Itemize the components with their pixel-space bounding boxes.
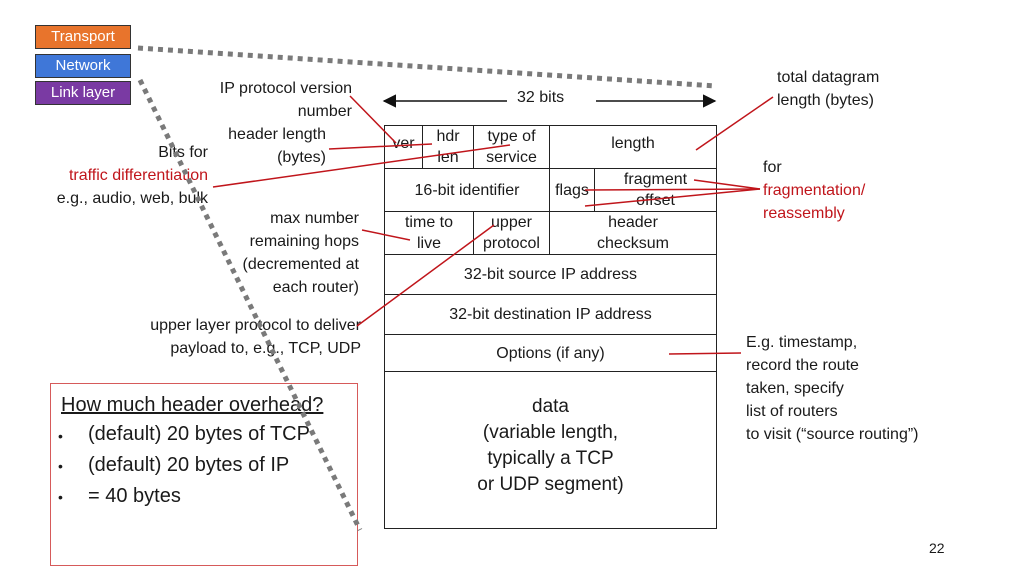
options-eg-line4: list of routers xyxy=(746,403,838,420)
options-eg-line1: E.g. timestamp, xyxy=(746,334,858,351)
field-options: Options (if any) xyxy=(384,334,717,372)
reassembly-label: reassembly xyxy=(763,205,845,222)
field-tos-line1: type of xyxy=(487,128,536,145)
field-checksum-line2: checksum xyxy=(596,235,670,252)
field-hdr-line2: len xyxy=(437,149,459,166)
field-checksum-line1: header xyxy=(608,214,658,231)
field-data: data (variable length, typically a TCP o… xyxy=(384,371,717,529)
field-flags: flags xyxy=(549,168,595,212)
field-ttl-line2: live xyxy=(416,235,441,252)
field-identifier: 16-bit identifier xyxy=(384,168,550,212)
overhead-item-2: (default) 20 bytes of IP xyxy=(88,454,290,476)
header-length-line2: (bytes) xyxy=(277,149,326,166)
ip-version-line2: number xyxy=(297,103,352,120)
max-number-line1: max number xyxy=(270,210,359,227)
field-upper-line2: protocol xyxy=(483,235,540,252)
field-tos-line2: service xyxy=(486,149,537,166)
overhead-bullet-3: • xyxy=(58,489,63,505)
field-length: length xyxy=(549,125,717,169)
field-header-checksum: header checksum xyxy=(549,211,717,255)
total-datagram-line1: total datagram xyxy=(777,69,880,86)
field-hdr-line1: hdr xyxy=(436,128,460,145)
overhead-item-3: = 40 bytes xyxy=(88,485,181,507)
traffic-annotation: Bits for traffic differentiation e.g., a… xyxy=(57,142,208,210)
total-datagram-line2: length (bytes) xyxy=(777,92,874,109)
field-hdr-len: hdr len xyxy=(422,125,474,169)
ip-version-annotation: IP protocol version number xyxy=(220,78,352,123)
field-flags-label: flags xyxy=(555,181,589,199)
field-ver-label: ver xyxy=(392,135,415,152)
field-frag-line2: offset xyxy=(636,192,675,209)
field-ver: ver xyxy=(384,125,423,169)
field-time-to-live: time to live xyxy=(384,211,474,255)
field-src-label: 32-bit source IP address xyxy=(463,266,638,283)
upper-layer-annotation: upper layer protocol to deliver payload … xyxy=(150,315,361,360)
field-upper-line1: upper xyxy=(491,214,532,231)
field-data-line3: typically a TCP xyxy=(487,448,614,469)
field-length-label: length xyxy=(611,135,655,152)
fragmentation-label: fragmentation/ xyxy=(763,182,866,199)
options-annotation: E.g. timestamp, record the route taken, … xyxy=(746,332,919,446)
field-fragment-offset: fragment offset xyxy=(594,168,717,212)
header-length-annotation: header length (bytes) xyxy=(228,124,326,169)
field-frag-line1: fragment xyxy=(623,171,688,188)
options-eg-line2: record the route xyxy=(746,357,859,374)
field-source-ip: 32-bit source IP address xyxy=(384,254,717,295)
overhead-title: How much header overhead? xyxy=(61,394,324,416)
field-upper-protocol: upper protocol xyxy=(473,211,550,255)
field-data-line4: or UDP segment) xyxy=(477,474,624,495)
max-number-line3: (decremented at xyxy=(242,256,359,273)
field-identifier-label: 16-bit identifier xyxy=(414,181,520,199)
field-ttl-line1: time to xyxy=(404,214,453,231)
for-label: for xyxy=(763,159,782,176)
field-options-label: Options (if any) xyxy=(496,344,605,362)
layer-link: Link layer xyxy=(35,81,131,105)
traffic-diff-label: traffic differentiation xyxy=(68,167,208,184)
layer-transport: Transport xyxy=(35,25,131,49)
overhead-bullet-2: • xyxy=(58,458,63,474)
overhead-item-1: (default) 20 bytes of TCP xyxy=(88,423,310,445)
fragmentation-annotation: for fragmentation/ reassembly xyxy=(763,157,865,225)
field-type-of-service: type of service xyxy=(473,125,550,169)
traffic-eg-label: e.g., audio, web, bulk xyxy=(56,190,208,207)
max-number-line4: each router) xyxy=(272,279,359,296)
options-eg-line5: to visit (“source routing”) xyxy=(746,426,919,443)
header-length-line1: header length xyxy=(228,126,326,143)
field-data-line2: (variable length, xyxy=(482,422,619,443)
layer-network: Network xyxy=(35,54,131,78)
bits-32-label: 32 bits xyxy=(517,89,565,106)
bits-for-label: Bits for xyxy=(158,144,208,161)
ip-version-line1: IP protocol version xyxy=(219,80,352,97)
upper-layer-line2: payload to, e.g., TCP, UDP xyxy=(170,340,361,357)
field-dst-label: 32-bit destination IP address xyxy=(449,306,652,323)
upper-layer-line1: upper layer protocol to deliver xyxy=(150,317,361,334)
overhead-bullet-1: • xyxy=(58,428,63,444)
field-destination-ip: 32-bit destination IP address xyxy=(384,294,717,335)
max-number-annotation: max number remaining hops (decremented a… xyxy=(242,208,359,299)
max-number-line2: remaining hops xyxy=(249,233,359,250)
page-number: 22 xyxy=(929,540,945,556)
field-data-line1: data xyxy=(532,396,569,417)
options-eg-line3: taken, specify xyxy=(746,380,844,397)
total-datagram-annotation: total datagram length (bytes) xyxy=(777,67,879,112)
